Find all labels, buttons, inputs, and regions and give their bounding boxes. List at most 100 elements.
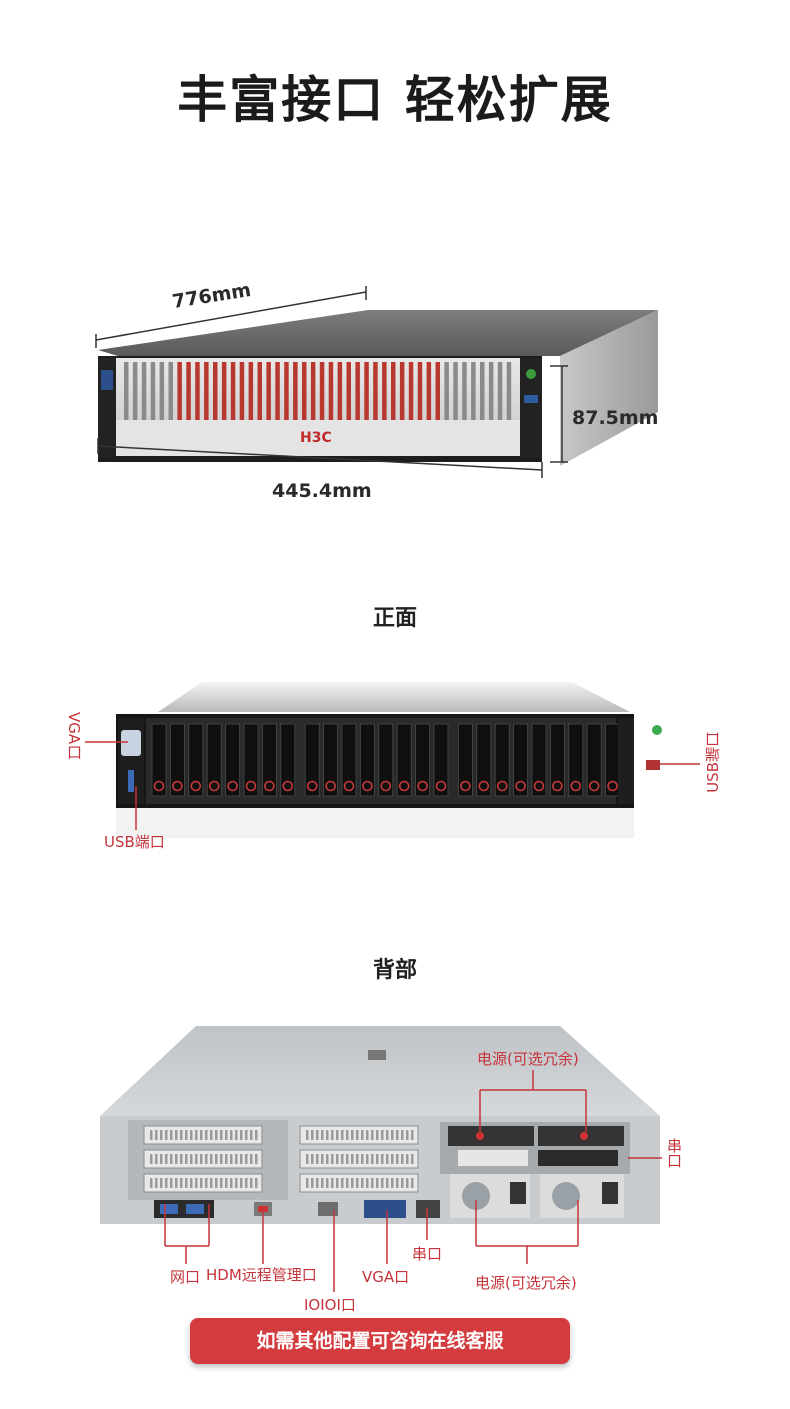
rear-ioioi-label: IOIOI口	[304, 1296, 356, 1314]
bezel-fin	[230, 362, 236, 420]
pcie-vent	[391, 1154, 394, 1164]
pcie-vent	[160, 1178, 163, 1188]
pcie-vent	[190, 1178, 193, 1188]
pcie-vent	[165, 1154, 168, 1164]
pcie-vent	[170, 1178, 173, 1188]
drive-release-ring	[306, 780, 318, 792]
drive-bay	[261, 723, 277, 797]
drive-release-ring	[245, 780, 257, 792]
brand-logo: H3C	[300, 430, 332, 446]
drive-release-ring	[496, 780, 508, 792]
bezel-fin	[168, 362, 173, 420]
pcie-vent	[230, 1130, 233, 1140]
pcie-vent	[331, 1130, 334, 1140]
pcie-vent	[351, 1178, 354, 1188]
pcie-vent	[371, 1154, 374, 1164]
pcie-vent	[391, 1130, 394, 1140]
pcie-vent	[210, 1154, 213, 1164]
pcie-vent	[336, 1130, 339, 1140]
pcie-vent	[401, 1154, 404, 1164]
pcie-vent	[406, 1130, 409, 1140]
rear-serial-right-label: 串口	[665, 1138, 683, 1168]
bezel-fin	[497, 362, 503, 420]
bezel-fin	[453, 362, 458, 420]
pcie-vent	[165, 1130, 168, 1140]
drive-release-ring	[607, 780, 618, 792]
rear-psu-top-label: 电源(可选冗余)	[477, 1050, 579, 1068]
rear-network-label: 网口	[170, 1268, 201, 1286]
pcie-vent	[210, 1130, 213, 1140]
pcie-vent	[406, 1178, 409, 1188]
drive-bay	[531, 723, 547, 797]
bezel-fin	[213, 362, 218, 420]
pcie-vent	[361, 1178, 364, 1188]
pcie-vent	[250, 1154, 253, 1164]
bezel-fin	[346, 362, 351, 420]
pcie-vent	[155, 1154, 158, 1164]
front-annotation-lines	[85, 741, 700, 830]
bezel-fin	[257, 362, 262, 420]
drive-bay	[341, 723, 357, 797]
drive-release-ring	[227, 780, 238, 792]
bezel-fin	[132, 362, 138, 420]
pcie-vent	[220, 1130, 223, 1140]
pcie-vent	[381, 1154, 384, 1164]
bezel-fin	[293, 362, 298, 420]
pcie-vent	[205, 1130, 208, 1140]
drive-release-ring	[460, 780, 471, 792]
bezel-fin	[399, 362, 405, 420]
height-dimension: 87.5mm	[572, 407, 659, 429]
drive-bay	[225, 723, 240, 797]
pcie-vent	[331, 1154, 334, 1164]
bezel-fin	[426, 362, 432, 420]
pcie-vent	[326, 1178, 329, 1188]
pcie-vent	[160, 1154, 163, 1164]
drive-bay	[513, 723, 529, 797]
pcie-vent	[336, 1154, 339, 1164]
drive-bay	[457, 723, 473, 797]
front-section-title: 正面	[372, 606, 417, 631]
pcie-vent	[376, 1154, 379, 1164]
pcie-vent	[170, 1130, 173, 1140]
bezel-fin	[141, 362, 147, 420]
pcie-vent	[190, 1130, 193, 1140]
pcie-vent	[401, 1130, 404, 1140]
pcie-vent	[215, 1154, 218, 1164]
pcie-vent	[210, 1178, 213, 1188]
pcie-vent	[175, 1178, 178, 1188]
contact-support-button[interactable]: 如需其他配置可咨询在线客服	[190, 1318, 570, 1364]
drive-bay	[206, 723, 222, 797]
bezel-fin	[319, 362, 325, 420]
pcie-vent	[401, 1178, 404, 1188]
width-dimension: 445.4mm	[272, 480, 372, 502]
bezel-fin	[382, 362, 387, 420]
pcie-vent	[366, 1130, 369, 1140]
drive-release-ring	[362, 780, 373, 792]
pcie-vent	[381, 1130, 384, 1140]
pcie-vent	[240, 1130, 243, 1140]
pcie-vent	[306, 1154, 309, 1164]
bezel-fin	[444, 362, 449, 420]
drive-release-ring	[552, 780, 563, 792]
drive-release-ring	[190, 780, 202, 792]
front-usb-label: USB端口	[104, 833, 165, 851]
bezel-fin	[177, 362, 182, 420]
pcie-vent	[411, 1130, 414, 1140]
bezel-fin	[124, 362, 129, 420]
pcie-vent	[371, 1178, 374, 1188]
bezel-fin	[506, 362, 512, 420]
pcie-vent	[215, 1130, 218, 1140]
drive-release-ring	[515, 780, 526, 792]
bezel-fin	[417, 362, 423, 420]
drive-bay	[323, 723, 339, 797]
bezel-fin	[488, 362, 494, 420]
drive-bay	[476, 723, 492, 797]
pcie-vent	[200, 1130, 203, 1140]
pcie-vent	[356, 1178, 359, 1188]
pcie-vent	[411, 1178, 414, 1188]
pcie-vent	[180, 1178, 183, 1188]
bezel-fin	[462, 362, 467, 420]
bezel-fin	[435, 362, 440, 420]
rear-psu-bottom-label: 电源(可选冗余)	[475, 1274, 577, 1292]
rear-vga-label: VGA口	[362, 1268, 410, 1286]
